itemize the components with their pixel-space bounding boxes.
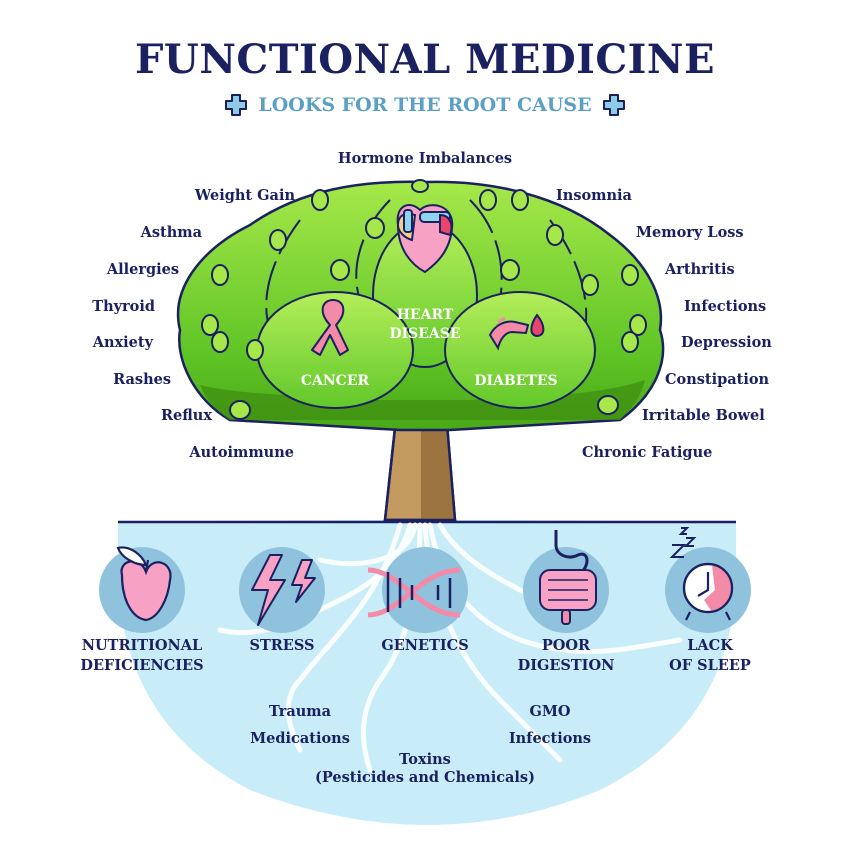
root-cause-label: POOR DIGESTION: [518, 636, 615, 676]
symptom-label: Hormone Imbalances: [337, 150, 513, 167]
root-cause-line: OF SLEEP: [669, 657, 751, 674]
page-title: FUNCTIONAL MEDICINE: [135, 36, 715, 83]
subtitle: LOOKS FOR THE ROOT CAUSE: [258, 94, 592, 116]
root-cause-line: LACK: [687, 637, 733, 654]
subtitle-row: LOOKS FOR THE ROOT CAUSE: [0, 93, 850, 117]
medical-cross-icon: [602, 94, 625, 116]
symptom-label: Anxiety: [92, 334, 153, 351]
disease-label-line: DISEASE: [389, 326, 461, 342]
root-cause-line: POOR: [541, 637, 591, 654]
stomach-intestines-icon: [539, 530, 597, 625]
symptom-label: Weight Gain: [194, 187, 295, 204]
other-cause-label: Medications: [250, 730, 350, 747]
root-cause-label: GENETICS: [381, 637, 469, 654]
other-cause-label: Trauma: [268, 703, 332, 720]
root-cause-label: NUTRITIONAL DEFICIENCIES: [80, 636, 203, 676]
symptom-label: Chronic Fatigue: [582, 444, 713, 461]
diabetes-bubble: [444, 291, 596, 409]
heart-icon: [396, 204, 454, 274]
alarm-clock-icon: [682, 562, 734, 621]
disease-label-heart: HEART DISEASE: [389, 306, 460, 344]
symptom-label: Thyroid: [92, 298, 155, 315]
symptom-label: Arthritis: [665, 261, 735, 278]
other-cause-label: (Pesticides and Chemicals): [315, 769, 535, 786]
disease-label-cancer: CANCER: [300, 373, 370, 389]
root-cause-label: LACK OF SLEEP: [669, 636, 751, 676]
symptom-label: Autoimmune: [189, 444, 294, 461]
disease-label-line: HEART: [396, 307, 454, 323]
awareness-ribbon-icon: [311, 299, 349, 356]
disease-label-diabetes: DIABETES: [474, 373, 558, 389]
symptom-label: Reflux: [160, 407, 212, 424]
apple-icon: [116, 546, 172, 622]
symptom-label: Depression: [681, 334, 772, 351]
symptom-label: Infections: [684, 298, 767, 315]
other-cause-label: Toxins: [399, 751, 451, 768]
dna-icon: [367, 567, 461, 618]
medical-cross-icon: [225, 94, 248, 116]
symptom-label: Insomnia: [556, 187, 632, 204]
other-cause-label: Infections: [508, 730, 592, 747]
symptom-label: Rashes: [113, 371, 171, 388]
pancreas-blood-drop-icon: [488, 313, 545, 351]
sleep-z-icon: [669, 527, 697, 558]
symptom-label: Irritable Bowel: [642, 407, 765, 424]
symptom-label: Memory Loss: [636, 224, 744, 241]
root-cause-line: DEFICIENCIES: [80, 657, 204, 674]
symptom-label: Asthma: [140, 224, 202, 241]
other-cause-label: GMO: [529, 703, 571, 720]
lightning-bolt-icon: [251, 554, 316, 626]
symptom-label: Constipation: [665, 371, 770, 388]
symptom-label: Allergies: [106, 261, 179, 278]
root-cause-label: STRESS: [249, 637, 315, 654]
root-cause-line: DIGESTION: [517, 657, 615, 674]
leaves: [201, 179, 647, 420]
root-cause-line: NUTRITIONAL: [81, 637, 203, 654]
